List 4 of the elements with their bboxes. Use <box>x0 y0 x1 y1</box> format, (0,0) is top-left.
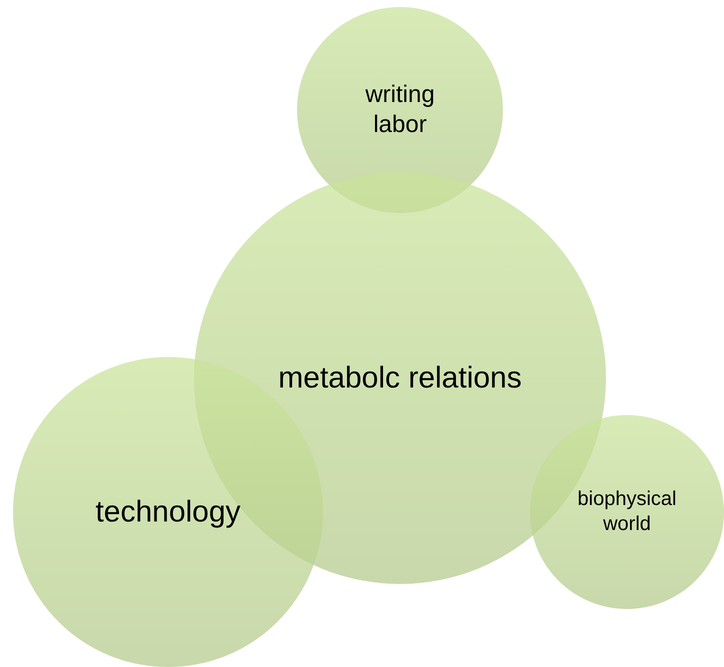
circle-label: writing labor <box>364 80 436 140</box>
circle-label: metabolc relations <box>277 360 523 396</box>
circle-label: biophysical world <box>576 487 678 537</box>
circle-label: technology <box>94 494 242 530</box>
